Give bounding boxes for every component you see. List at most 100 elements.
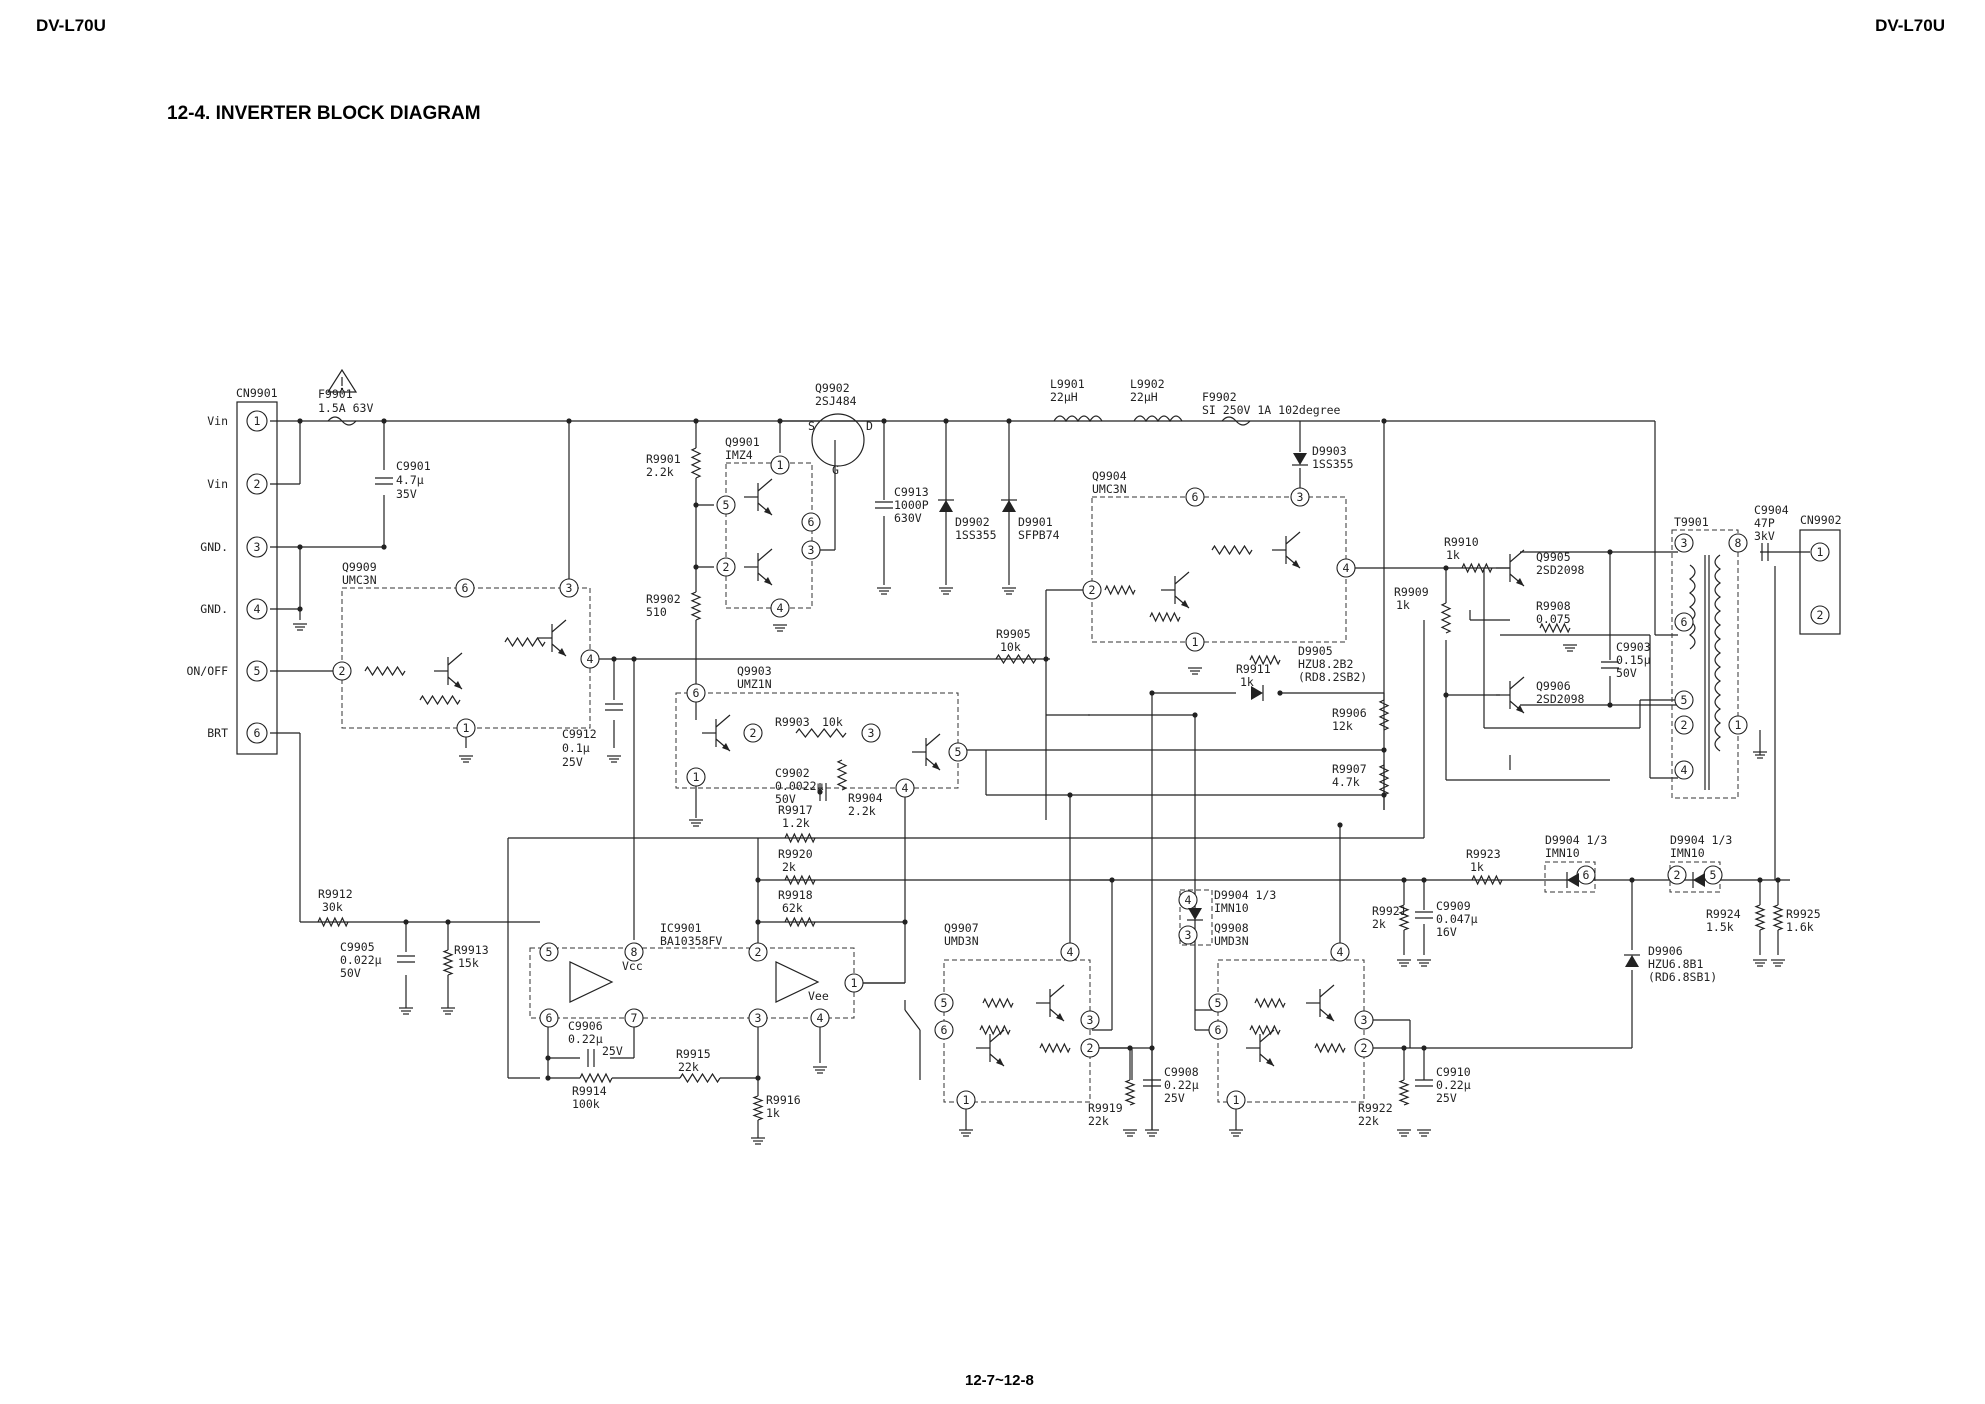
ground-icon — [1122, 1129, 1138, 1137]
svg-text:SFPB74: SFPB74 — [1018, 528, 1060, 542]
junction-dot — [1401, 877, 1407, 883]
pin-2: 2 — [1810, 605, 1830, 625]
ground-icon — [1562, 644, 1578, 652]
svg-text:D9904 1/3: D9904 1/3 — [1545, 833, 1607, 847]
svg-text:22k: 22k — [678, 1060, 699, 1074]
pin-3: 3 — [1354, 1010, 1374, 1030]
svg-text:5: 5 — [955, 745, 962, 759]
junction-dot — [297, 544, 303, 550]
svg-text:0.022μ: 0.022μ — [340, 953, 382, 967]
pin-6: 6 — [686, 683, 706, 703]
svg-text:4.7k: 4.7k — [1332, 775, 1360, 789]
d9904b-diode — [1566, 872, 1579, 888]
q9908-r1 — [1254, 997, 1286, 1009]
pin-2: 2 — [1080, 1038, 1100, 1058]
svg-text:4: 4 — [777, 601, 784, 615]
ground-icon — [1770, 959, 1786, 967]
svg-text:S: S — [808, 419, 815, 433]
pin-4: 4 — [1674, 760, 1694, 780]
q9904-transistor-b — [1272, 531, 1301, 569]
svg-text:R9921: R9921 — [1372, 904, 1407, 918]
svg-text:R9908: R9908 — [1536, 599, 1571, 613]
q9904-r2 — [1104, 584, 1136, 596]
svg-text:C9904: C9904 — [1754, 503, 1789, 517]
svg-text:1SS355: 1SS355 — [1312, 457, 1354, 471]
svg-text:3: 3 — [1297, 490, 1304, 504]
svg-text:0.22μ: 0.22μ — [568, 1032, 603, 1046]
junction-dot — [1381, 792, 1387, 798]
t9901-primary — [1688, 564, 1696, 650]
ground-icon — [292, 623, 308, 631]
pin-4: 4 — [1178, 890, 1198, 910]
r9919-resistor — [1124, 1079, 1136, 1106]
ground-icon — [606, 755, 622, 763]
r9906-resistor — [1378, 699, 1390, 731]
pin-5: 5 — [934, 993, 954, 1013]
svg-text:R9911: R9911 — [1236, 662, 1271, 676]
svg-text:10k: 10k — [822, 715, 843, 729]
d9903-diode — [1292, 453, 1308, 466]
svg-text:F9901: F9901 — [318, 387, 353, 401]
pin-1: 1 — [686, 767, 706, 787]
svg-text:R9915: R9915 — [676, 1047, 711, 1061]
wiring — [270, 420, 1810, 1138]
junction-dot — [1109, 877, 1115, 883]
r9920-resistor — [784, 874, 816, 886]
svg-text:2: 2 — [1087, 1041, 1094, 1055]
svg-text:R9914: R9914 — [572, 1084, 607, 1098]
svg-text:1: 1 — [1233, 1093, 1240, 1107]
svg-text:2k: 2k — [782, 860, 796, 874]
svg-text:25V: 25V — [562, 755, 583, 769]
svg-text:5: 5 — [546, 945, 553, 959]
junction-dot — [755, 1075, 761, 1081]
q9908-box — [1217, 959, 1365, 1103]
svg-text:3: 3 — [755, 1011, 762, 1025]
q9904-r1 — [1211, 544, 1253, 556]
c9903-capacitor — [1601, 661, 1619, 669]
svg-text:6: 6 — [1192, 490, 1199, 504]
svg-text:SI 250V 1A 102degree: SI 250V 1A 102degree — [1202, 403, 1341, 417]
svg-text:1k: 1k — [1446, 548, 1460, 562]
svg-text:1: 1 — [1192, 635, 1199, 649]
q9907-r2 — [1039, 1042, 1071, 1054]
svg-text:2: 2 — [750, 726, 757, 740]
svg-text:C9905: C9905 — [340, 940, 375, 954]
ground-icon — [772, 624, 788, 632]
svg-text:3: 3 — [1087, 1013, 1094, 1027]
svg-text:C9902: C9902 — [775, 766, 810, 780]
svg-text:HZU6.8B1: HZU6.8B1 — [1648, 957, 1703, 971]
svg-text:25V: 25V — [1436, 1091, 1457, 1105]
pin-1: 1 — [1185, 632, 1205, 652]
svg-text:R9923: R9923 — [1466, 847, 1501, 861]
l9902-inductor — [1133, 415, 1183, 423]
pin-2: 2 — [1082, 580, 1102, 600]
svg-text:2: 2 — [1089, 583, 1096, 597]
pin-1: 1 — [1810, 542, 1830, 562]
pin-4: 4 — [770, 598, 790, 618]
cn9901-pin-label: Vin — [207, 477, 228, 491]
ic9901-opamp-b — [775, 961, 820, 1003]
r9916-resistor — [752, 1095, 764, 1121]
r9911-resistor — [1249, 654, 1281, 666]
svg-text:D9901: D9901 — [1018, 515, 1053, 529]
pin-4: 4 — [1330, 942, 1350, 962]
svg-text:R9906: R9906 — [1332, 706, 1367, 720]
svg-text:6: 6 — [693, 686, 700, 700]
svg-text:R9916: R9916 — [766, 1093, 801, 1107]
q9903-box — [675, 692, 959, 789]
r9918-resistor — [784, 916, 816, 928]
d9904a-box — [1179, 889, 1213, 946]
svg-text:1: 1 — [254, 414, 261, 428]
q9903-transistor-b — [912, 733, 941, 771]
junction-dot — [1043, 656, 1049, 662]
svg-text:62k: 62k — [782, 901, 803, 915]
svg-text:T9901: T9901 — [1674, 515, 1709, 529]
ground-icon — [1001, 587, 1017, 595]
q9907-transistor-a — [1036, 984, 1065, 1022]
junction-dot — [881, 418, 887, 424]
svg-text:3: 3 — [808, 543, 815, 557]
svg-text:IMN10: IMN10 — [1545, 846, 1580, 860]
svg-text:R9920: R9920 — [778, 847, 813, 861]
